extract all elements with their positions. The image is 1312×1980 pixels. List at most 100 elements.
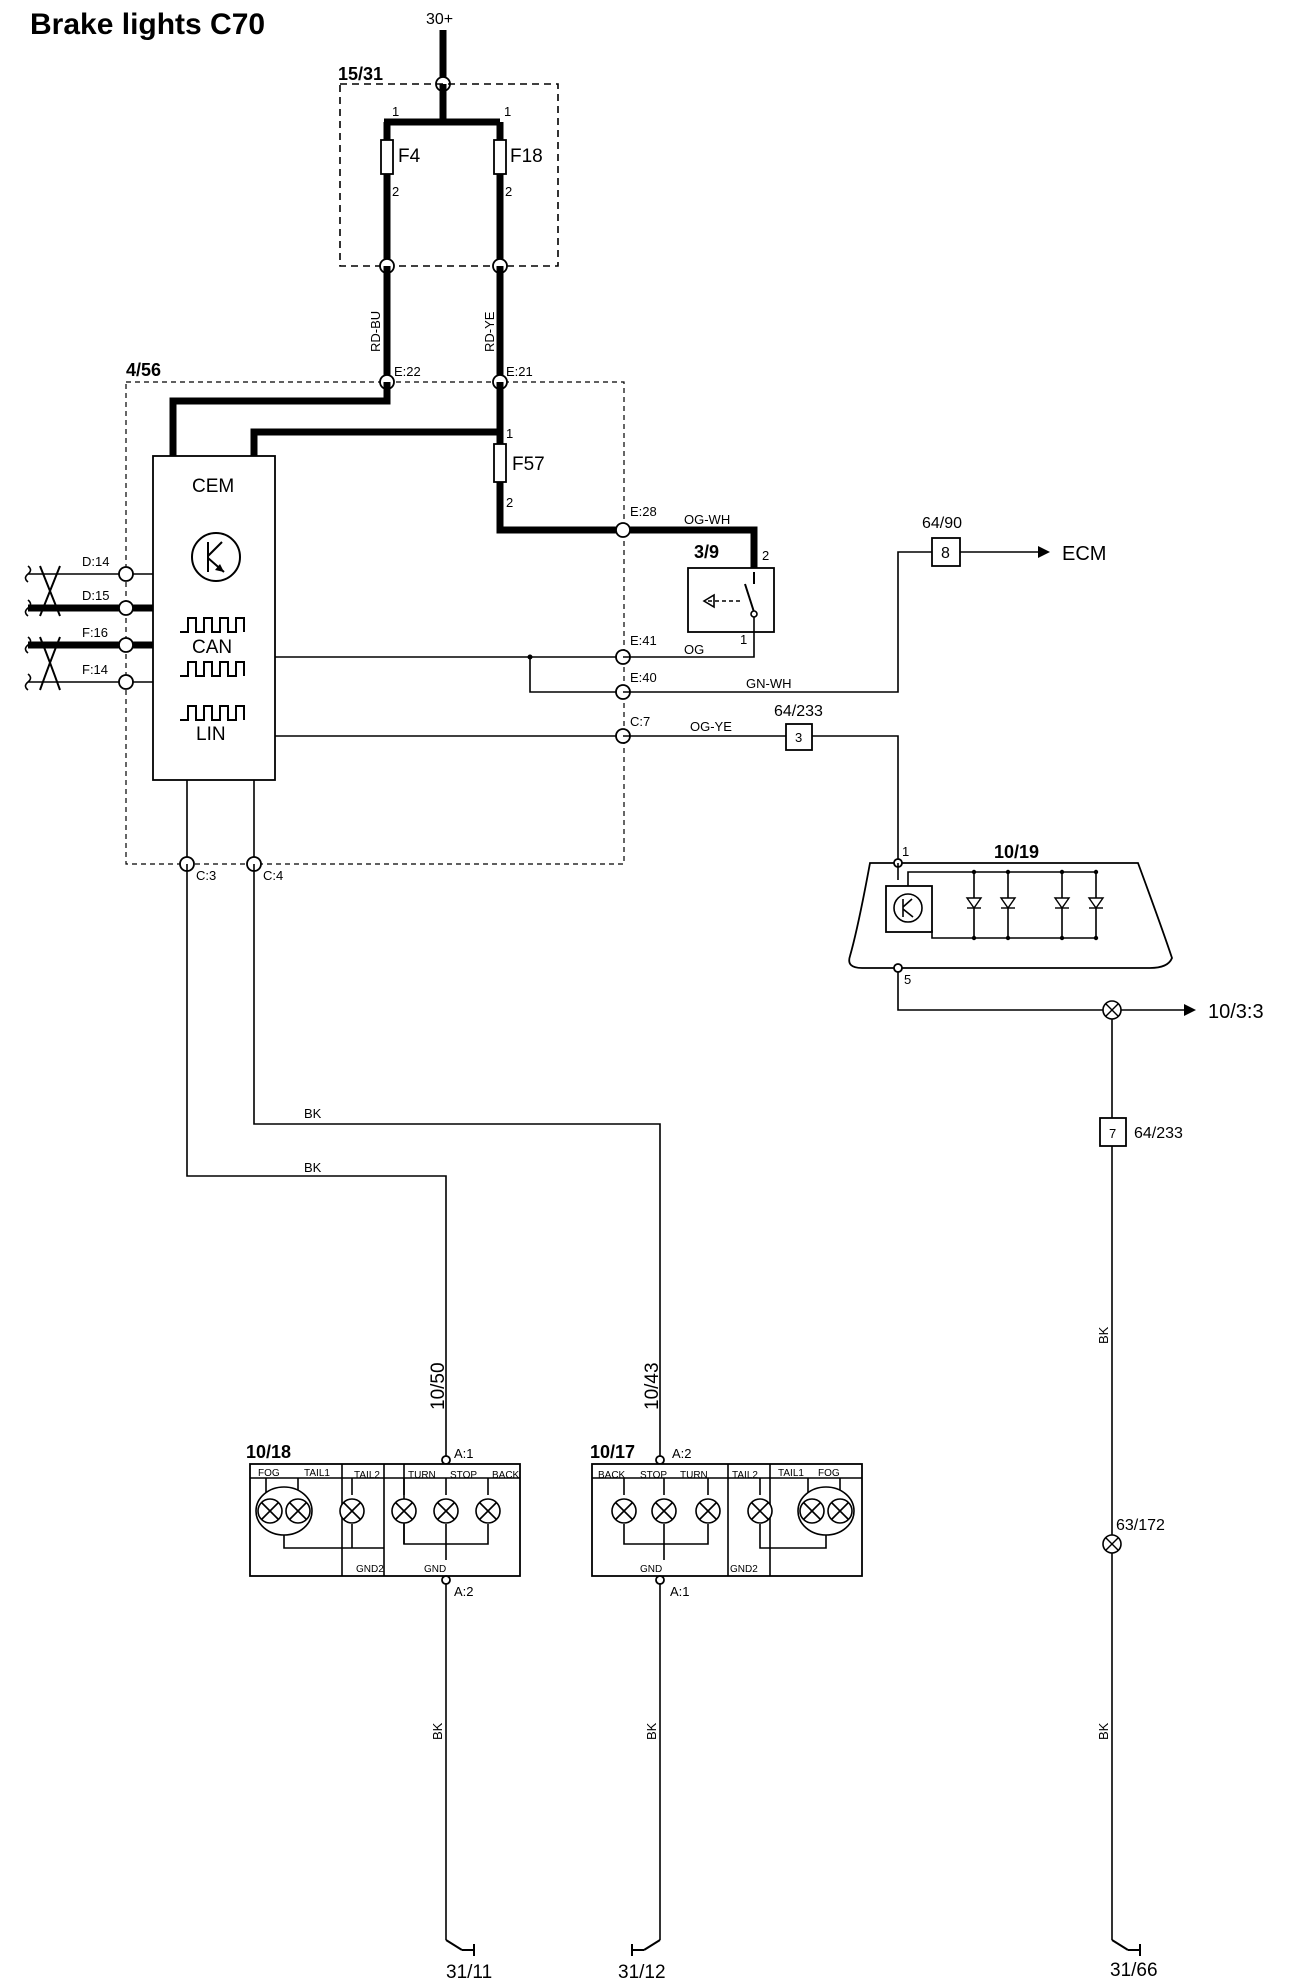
tail-light-left-label: 10/18 [246, 1442, 291, 1462]
svg-text:STOP: STOP [450, 1470, 477, 1481]
svg-text:C:3: C:3 [196, 868, 216, 883]
fuse-f57 [493, 443, 507, 483]
fuse-f4 [380, 139, 394, 175]
ecm-connector-label: 64/90 [922, 515, 962, 532]
svg-text:BK: BK [430, 1722, 445, 1740]
wire-og-label: OG [684, 642, 704, 657]
svg-text:TAIL1: TAIL1 [778, 1468, 804, 1479]
ground-icon-3 [1111, 1939, 1141, 1956]
can-wave-icon-1 [180, 617, 245, 633]
svg-text:A:2: A:2 [454, 1584, 474, 1599]
connector-64-233-top [785, 723, 813, 751]
transistor-icon-2 [893, 893, 923, 923]
harness-10-50: 10/50 [428, 1362, 449, 1410]
terminal-e28 [615, 522, 631, 538]
lin-wave-icon [180, 705, 245, 721]
svg-text:BACK: BACK [492, 1470, 520, 1481]
splice-icon-top [1102, 1000, 1122, 1020]
connector-64-233-label-top: 64/233 [774, 703, 823, 720]
svg-text:A:1: A:1 [670, 1584, 690, 1599]
fuse-f18-label: F18 [510, 146, 543, 167]
connector-64-233-bottom [1099, 1117, 1127, 1147]
brake-switch-icon [702, 572, 758, 642]
fuse-f4-label: F4 [398, 146, 421, 167]
svg-text:5: 5 [904, 972, 911, 987]
svg-text:E:40: E:40 [630, 670, 657, 685]
svg-text:1: 1 [504, 104, 511, 119]
transistor-icon [191, 532, 241, 582]
ground-icon-2 [631, 1939, 661, 1956]
svg-text:2: 2 [505, 184, 512, 199]
svg-text:BK: BK [644, 1722, 659, 1740]
wire-bk-c3 [186, 864, 447, 1456]
diagram-title: Brake lights C70 [30, 8, 265, 41]
svg-text:3: 3 [795, 730, 802, 745]
svg-text:7: 7 [1109, 1126, 1116, 1141]
svg-text:C:4: C:4 [263, 868, 283, 883]
bulb-icons-left [257, 1498, 501, 1524]
svg-text:TAIL2: TAIL2 [732, 1470, 758, 1481]
cem-module-label: 4/56 [126, 360, 161, 380]
harness-10-43: 10/43 [642, 1362, 663, 1410]
wire-gn-wh [623, 551, 932, 693]
brake-switch [687, 567, 775, 633]
svg-text:GND2: GND2 [730, 1564, 758, 1575]
svg-text:F:14: F:14 [82, 662, 108, 677]
svg-text:TAIL2: TAIL2 [354, 1470, 380, 1481]
fuse-f18 [493, 139, 507, 175]
wire-rd-bu-label: RD-BU [368, 311, 383, 352]
svg-text:2: 2 [762, 548, 769, 563]
svg-text:BACK: BACK [598, 1470, 626, 1481]
cem-box [152, 455, 276, 781]
svg-text:F:16: F:16 [82, 625, 108, 640]
ground-31-66: 31/66 [1110, 1960, 1158, 1980]
cem-module-outline [125, 381, 625, 865]
wire-og-ye-label: OG-YE [690, 719, 732, 734]
svg-text:TURN: TURN [680, 1470, 708, 1481]
wire-bk-c4 [253, 864, 661, 1456]
wire-cem-feed-1 [169, 382, 391, 456]
svg-text:TURN: TURN [408, 1470, 436, 1481]
svg-text:BK: BK [1096, 1326, 1111, 1344]
supply-label: 30+ [426, 11, 453, 28]
ground-icon-1 [445, 1939, 475, 1956]
ground-31-12: 31/12 [618, 1962, 666, 1980]
ecm-label: ECM [1062, 543, 1106, 565]
cem-label: CEM [192, 476, 234, 497]
svg-text:E:22: E:22 [394, 364, 421, 379]
arrow-right-icon [1038, 546, 1050, 558]
ground-31-11: 31/11 [446, 1962, 492, 1980]
svg-text:D:14: D:14 [82, 554, 109, 569]
svg-text:1: 1 [902, 844, 909, 859]
svg-text:2: 2 [392, 184, 399, 199]
can-wave-icon-2 [180, 661, 245, 677]
svg-text:STOP: STOP [640, 1470, 667, 1481]
connector-64-233-label-bottom: 64/233 [1134, 1125, 1183, 1142]
high-brake-light-ground-ref: 10/3:3 [1208, 1001, 1264, 1023]
svg-text:D:15: D:15 [82, 588, 109, 603]
svg-text:BK: BK [304, 1160, 322, 1175]
lin-label: LIN [196, 724, 226, 745]
splice-label: 63/172 [1116, 1517, 1165, 1534]
svg-text:TAIL1: TAIL1 [304, 1468, 330, 1479]
can-bus-connectors [24, 565, 153, 691]
svg-text:A:1: A:1 [454, 1446, 474, 1461]
svg-text:BK: BK [304, 1106, 322, 1121]
svg-text:C:7: C:7 [630, 714, 650, 729]
fuse-box-label: 15/31 [338, 64, 383, 84]
svg-text:FOG: FOG [258, 1468, 280, 1479]
wire-gn-wh-label: GN-WH [746, 676, 792, 691]
wire-rd-ye-label: RD-YE [482, 311, 497, 352]
splice-icon-bottom [1102, 1534, 1122, 1554]
svg-text:BK: BK [1096, 1722, 1111, 1740]
arrow-right-icon-2 [1184, 1004, 1196, 1016]
tail-light-right-label: 10/17 [590, 1442, 635, 1462]
svg-text:2: 2 [506, 495, 513, 510]
svg-text:FOG: FOG [818, 1468, 840, 1479]
svg-text:1: 1 [506, 426, 513, 441]
svg-text:E:21: E:21 [506, 364, 533, 379]
led-array-icon [965, 869, 1105, 941]
svg-text:E:28: E:28 [630, 504, 657, 519]
svg-text:A:2: A:2 [672, 1446, 692, 1461]
